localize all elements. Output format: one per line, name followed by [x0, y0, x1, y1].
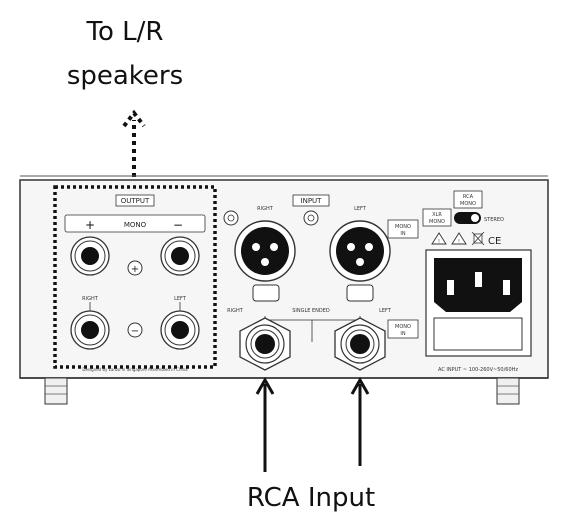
xlr-mono-line2: MONO [429, 219, 445, 225]
rca-left-jack[interactable] [334, 317, 386, 371]
plus-polarity-icon: + [127, 260, 143, 276]
output-mono-label: MONO [124, 221, 147, 229]
binding-post-top-left[interactable] [70, 236, 110, 276]
xlr-right-label: RIGHT [257, 206, 274, 212]
single-ended-label: SINGLE ENDED [292, 308, 330, 314]
minus-polarity-icon: − [127, 322, 143, 338]
output-dotted-highlight [53, 185, 217, 369]
output-right-label: RIGHT [82, 296, 99, 302]
power-section: AC INPUT ~ 100-260V~50/60Hz [425, 249, 532, 373]
designed-by-text: Designed by Lanzo in Singapore Assembled… [82, 367, 188, 372]
rca-mono-in-label-2: IN [400, 331, 405, 337]
stereo-label: STEREO [484, 217, 504, 223]
output-arrow [122, 109, 146, 185]
top-caption-line2: speakers [67, 61, 183, 91]
output-section: OUTPUT + MONO − + [53, 185, 217, 372]
top-caption-line1: To L/R [86, 17, 164, 47]
warning-triangle-icon: ! [431, 232, 447, 245]
svg-text:+: + [131, 264, 139, 275]
rca-arrows [255, 376, 370, 472]
ac-input-label: AC INPUT ~ 100-260V~50/60Hz [438, 367, 518, 373]
svg-text:−: − [131, 326, 139, 337]
output-title: OUTPUT [121, 197, 150, 205]
svg-text:!: ! [458, 239, 460, 245]
mode-toggle-switch[interactable] [454, 212, 481, 224]
screws [223, 210, 319, 226]
right-foot [496, 377, 520, 405]
binding-post-bottom-left[interactable] [70, 310, 110, 350]
xlr-mono-in-label-2: IN [400, 231, 405, 237]
ce-mark: CE [488, 236, 501, 247]
input-section: INPUT RIGHT LEFT MONO IN RIGHT SINGLE EN… [227, 194, 419, 371]
xlr-mono-in-label-1: MONO [395, 224, 411, 230]
rca-right-jack[interactable] [239, 317, 291, 371]
binding-post-bottom-right[interactable] [160, 310, 200, 350]
shock-triangle-icon: ! [451, 232, 467, 245]
iec-power-inlet[interactable] [434, 258, 522, 312]
left-foot [44, 377, 68, 405]
rca-left-label: LEFT [379, 308, 392, 314]
bottom-caption: RCA Input [247, 483, 375, 513]
xlr-left-label: LEFT [354, 206, 367, 212]
input-title: INPUT [301, 197, 323, 205]
binding-post-top-right[interactable] [160, 236, 200, 276]
output-left-label: LEFT [174, 296, 187, 302]
rca-right-label: RIGHT [227, 308, 244, 314]
rca-mono-line2: MONO [460, 201, 476, 207]
rca-mono-in-label-1: MONO [395, 324, 411, 330]
output-plus-sign: + [85, 218, 95, 232]
rca-mono-line1: RCA [463, 194, 474, 200]
xlr-right-jack[interactable] [234, 220, 296, 302]
fuse-drawer[interactable] [433, 317, 523, 351]
svg-text:!: ! [438, 239, 440, 245]
certifications: ! ! CE [431, 231, 501, 247]
mode-switch-section: RCA MONO XLR MONO STEREO [422, 190, 504, 227]
xlr-mono-line1: XLR [432, 212, 442, 218]
xlr-left-jack[interactable] [329, 220, 391, 302]
weee-bin-icon [471, 231, 485, 246]
output-minus-sign: − [173, 218, 183, 232]
